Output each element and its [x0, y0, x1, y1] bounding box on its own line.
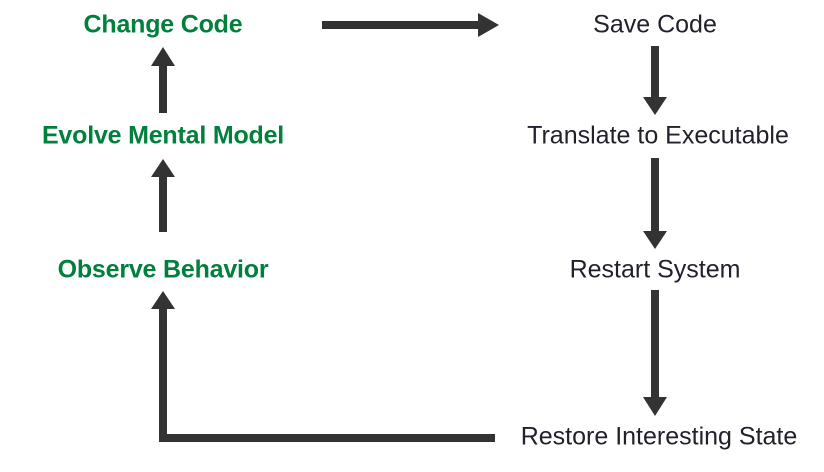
- edge-change-code-to-save-code: [322, 13, 499, 37]
- node-restart-system[interactable]: Restart System: [569, 255, 741, 284]
- node-observe-behavior[interactable]: Observe Behavior: [57, 255, 269, 284]
- node-restore-interesting-state[interactable]: Restore Interesting State: [520, 422, 798, 451]
- edge-observe-to-evolve: [151, 159, 175, 232]
- node-save-code[interactable]: Save Code: [593, 10, 717, 39]
- edge-evolve-to-change: [151, 47, 175, 113]
- node-change-code[interactable]: Change Code: [83, 10, 243, 39]
- edge-restore-to-observe: [151, 291, 495, 442]
- node-translate-to-executable[interactable]: Translate to Executable: [527, 121, 789, 150]
- edge-translate-to-restart: [643, 158, 667, 249]
- edge-save-code-to-translate: [643, 46, 667, 115]
- edge-restart-to-restore: [643, 290, 667, 416]
- node-evolve-mental-model[interactable]: Evolve Mental Model: [41, 121, 285, 150]
